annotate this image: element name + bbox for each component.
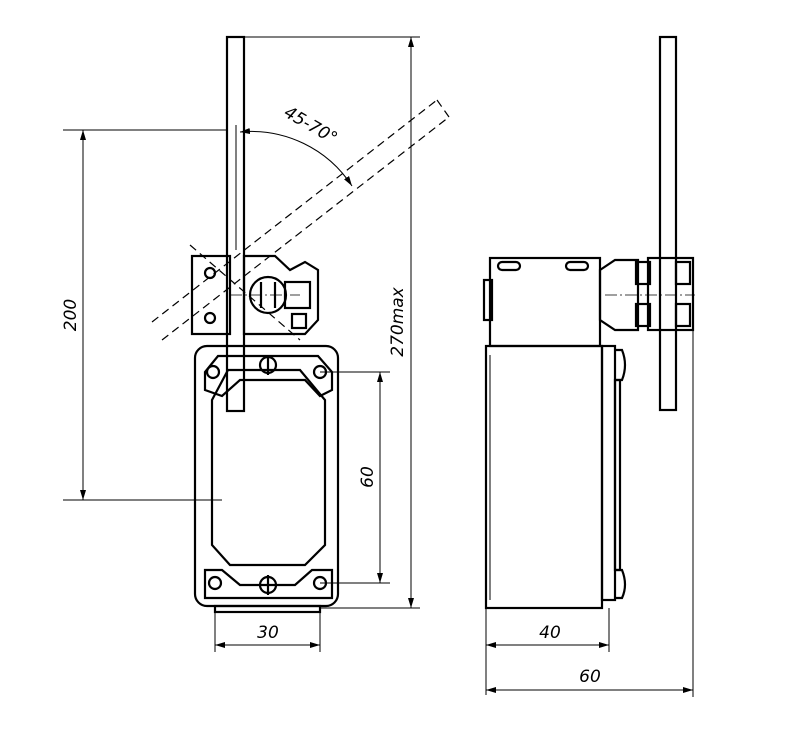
dimension-60-vertical: 60	[320, 371, 390, 584]
side-body	[484, 344, 627, 610]
dimension-270max: 270max	[244, 36, 420, 609]
switch-head	[190, 254, 320, 336]
lever-rod	[225, 35, 246, 413]
side-view: 40 60	[482, 35, 695, 697]
dimension-label-60-vertical: 60	[358, 466, 378, 488]
side-lever-rod	[658, 35, 678, 412]
dimension-200: 200	[61, 129, 226, 501]
side-head	[482, 256, 695, 348]
dimension-label-30: 30	[257, 623, 279, 643]
front-view: 200 270max 60 30 45-70°	[61, 35, 450, 652]
dimension-label-angle: 45-70°	[280, 103, 340, 149]
switch-body	[193, 344, 340, 614]
dimension-label-200: 200	[61, 299, 81, 331]
dimension-40: 40	[485, 608, 610, 695]
dimension-30: 30	[214, 612, 321, 652]
dimension-label-40: 40	[539, 623, 561, 643]
dimension-60-horizontal: 60	[486, 330, 694, 697]
dimension-label-60-horizontal: 60	[579, 667, 601, 687]
dimension-angle: 45-70°	[235, 103, 353, 250]
dimension-label-270max: 270max	[388, 286, 408, 356]
